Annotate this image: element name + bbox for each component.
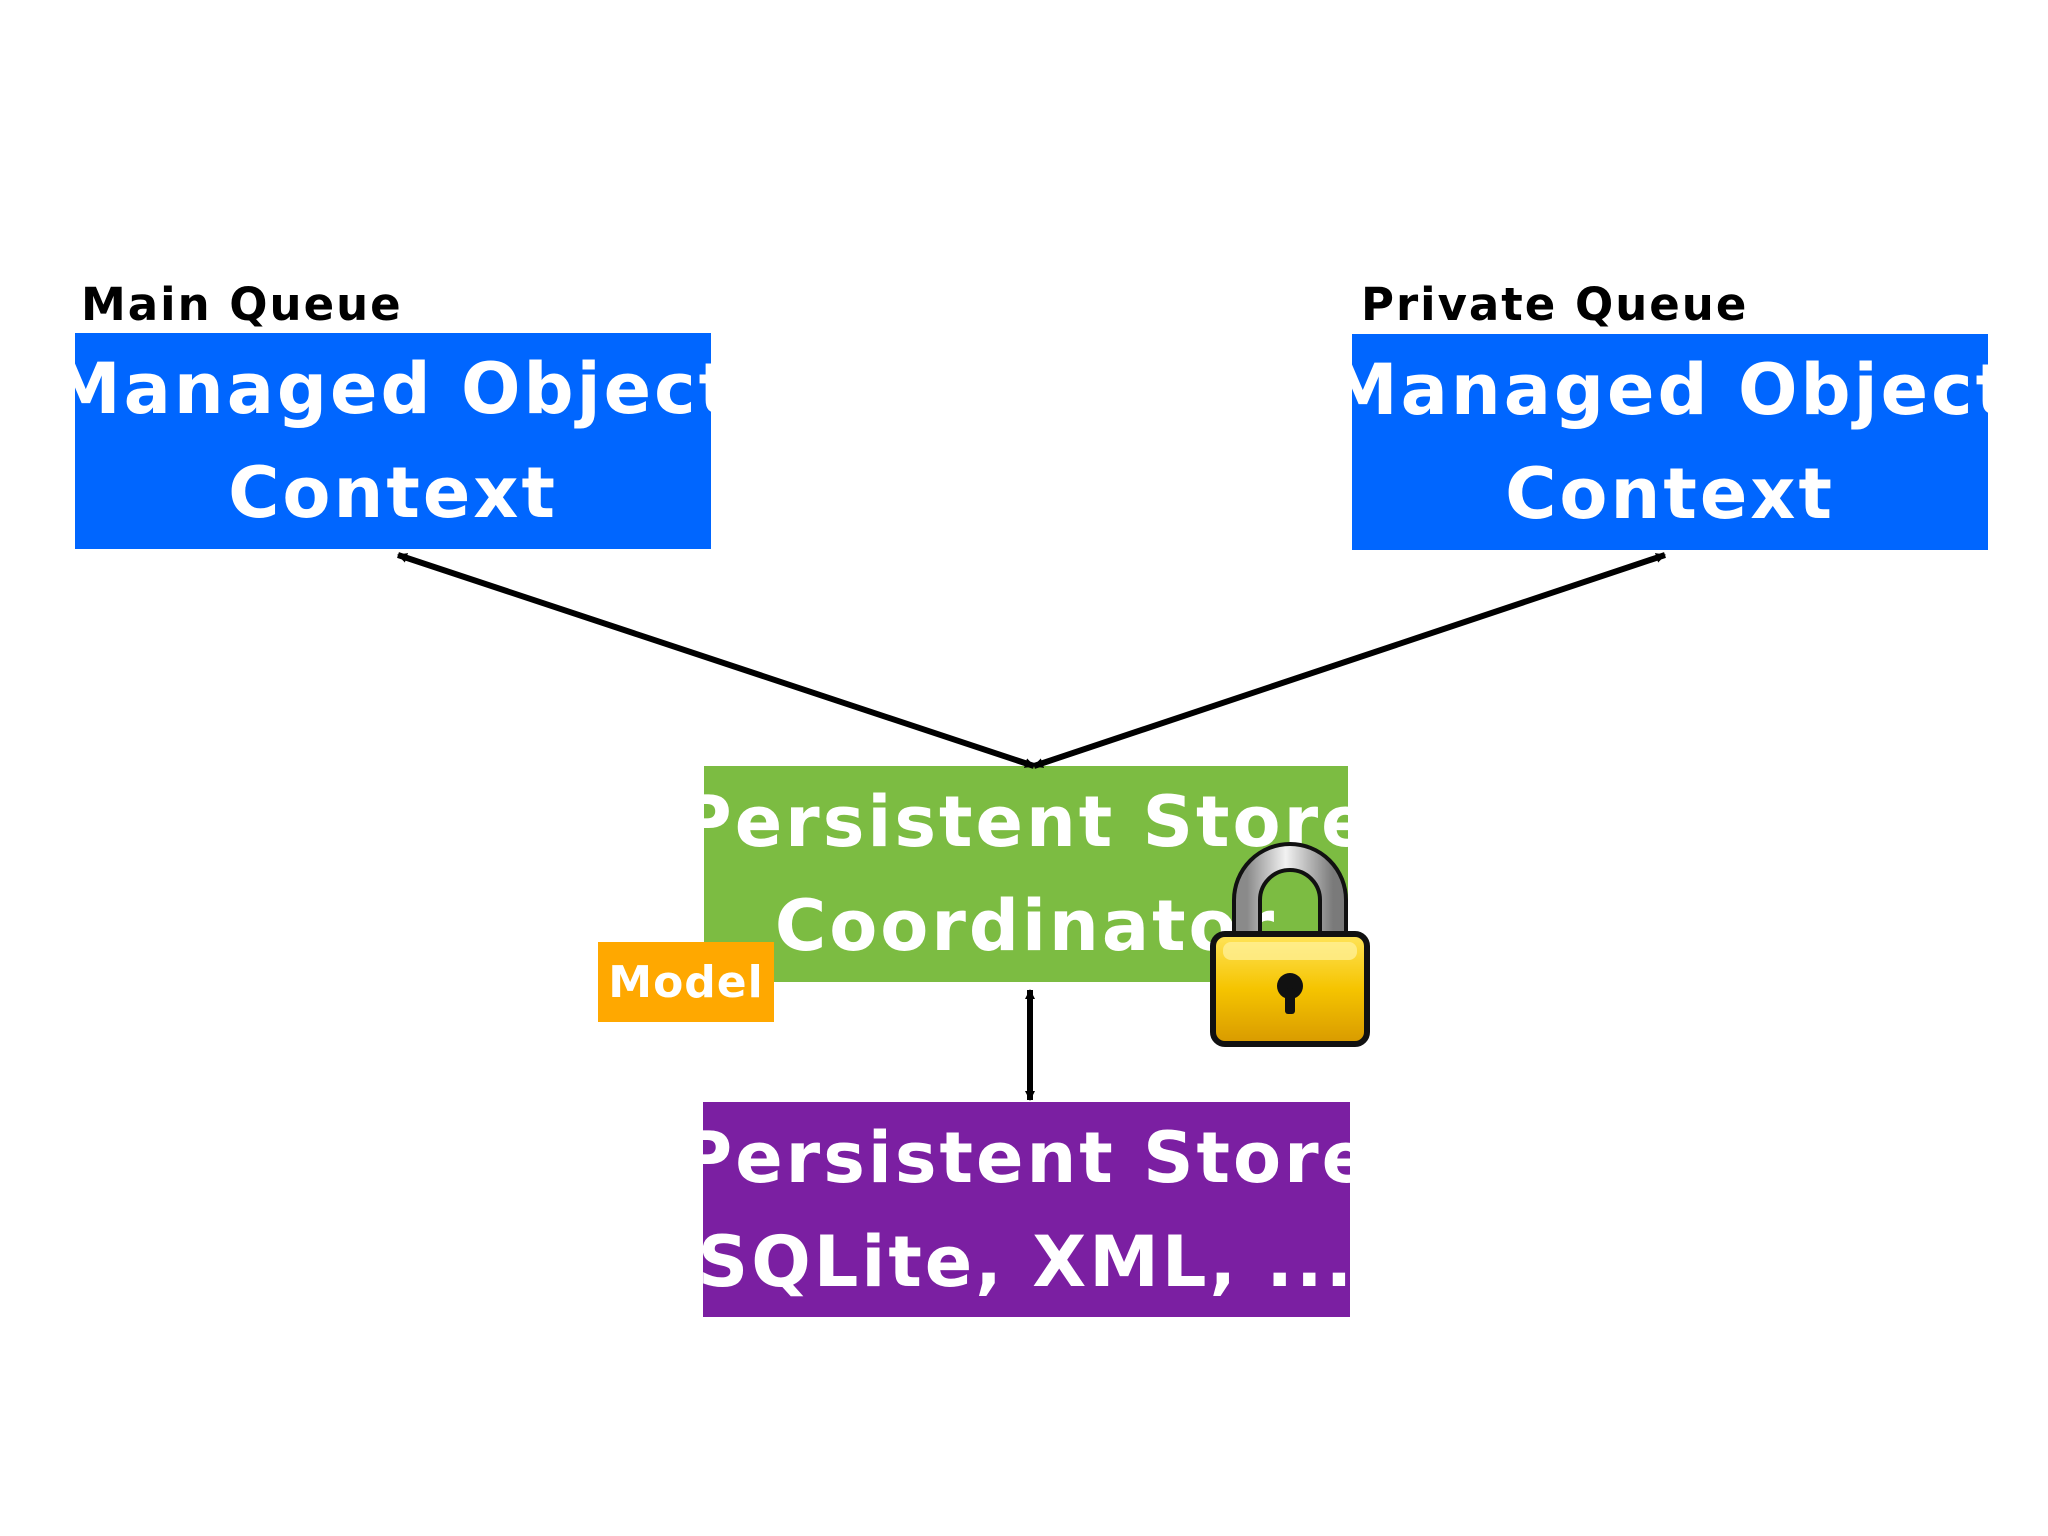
coordinator-title-line2: Coordinator (774, 885, 1278, 967)
main-queue-label: Main Queue (81, 278, 403, 331)
arrow-private-context-to-coordinator (1033, 552, 1666, 769)
main-context-title-line2: Context (228, 452, 558, 534)
persistent-store: Persistent Store (SQLite, XML, ...) (703, 1102, 1350, 1317)
private-context-title-line1: Managed Object (1352, 349, 1988, 431)
store-title-line2: (SQLite, XML, ...) (703, 1220, 1350, 1303)
private-queue-label: Private Queue (1361, 278, 1749, 331)
arrow-main-context-to-coordinator (397, 552, 1035, 769)
coordinator-title-line1: Persistent Store (704, 781, 1348, 863)
main-managed-object-context: Managed Object Context (75, 333, 711, 549)
private-managed-object-context: Managed Object Context (1352, 334, 1988, 550)
store-title-line1: Persistent Store (703, 1116, 1350, 1199)
model-badge: Model (598, 942, 774, 1022)
lock-icon (1210, 842, 1370, 1047)
main-context-title-line1: Managed Object (75, 348, 711, 430)
private-context-title-line2: Context (1505, 453, 1835, 535)
